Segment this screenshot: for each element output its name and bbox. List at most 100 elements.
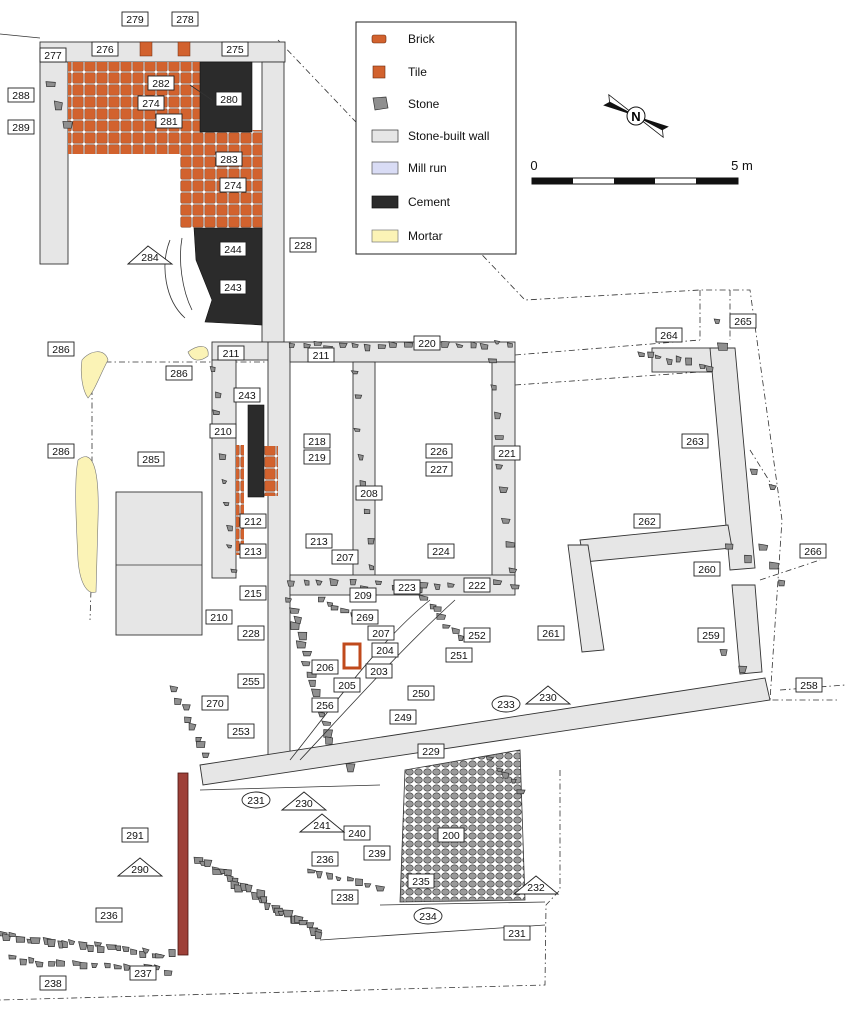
stone <box>114 945 122 951</box>
svg-text:280: 280 <box>220 94 238 106</box>
stone <box>79 961 88 970</box>
stone <box>340 607 350 614</box>
triangle-230a: 230 <box>524 685 572 705</box>
svg-text:290: 290 <box>131 864 149 876</box>
svg-text:222: 222 <box>468 580 486 592</box>
label-249: 249 <box>389 709 417 725</box>
svg-text:207: 207 <box>372 628 390 640</box>
svg-text:235: 235 <box>412 876 430 888</box>
svg-text:286: 286 <box>170 368 188 380</box>
stone <box>325 872 334 880</box>
label-231b: 231 <box>503 925 531 941</box>
svg-text:261: 261 <box>542 628 560 640</box>
svg-text:Brick: Brick <box>408 32 436 46</box>
stone <box>56 959 65 967</box>
svg-text:251: 251 <box>450 650 468 662</box>
svg-text:262: 262 <box>638 516 656 528</box>
stone <box>508 567 518 574</box>
svg-text:206: 206 <box>316 662 334 674</box>
label-211a: 211 <box>217 345 245 361</box>
stone <box>29 937 41 944</box>
stone <box>105 944 117 950</box>
label-207b: 207 <box>367 625 395 641</box>
label-226: 226 <box>425 443 453 459</box>
stone <box>716 342 728 351</box>
stone <box>307 868 317 874</box>
stone <box>86 944 94 952</box>
svg-text:218: 218 <box>308 436 326 448</box>
triangle-230b: 230 <box>280 791 328 811</box>
stone <box>277 910 285 916</box>
label-228b: 228 <box>237 625 265 641</box>
stone <box>494 435 504 440</box>
svg-text:264: 264 <box>660 330 678 342</box>
svg-text:266: 266 <box>804 546 822 558</box>
stone <box>303 579 310 586</box>
label-207a: 207 <box>331 549 359 565</box>
label-282: 282 <box>147 75 175 91</box>
label-229: 229 <box>417 743 445 759</box>
stone <box>457 634 465 641</box>
legend-item-millrun: Mill run <box>371 161 447 175</box>
stone <box>169 685 179 693</box>
stone <box>315 870 323 879</box>
stone <box>289 607 300 614</box>
ellipse-231: 231 <box>241 791 271 809</box>
stone <box>297 631 308 641</box>
svg-text:236: 236 <box>316 854 334 866</box>
scale-start: 0 <box>530 158 537 173</box>
svg-text:252: 252 <box>468 630 486 642</box>
stone <box>218 453 227 460</box>
label-227: 227 <box>425 461 453 477</box>
label-223: 223 <box>393 579 421 595</box>
label-277: 277 <box>39 47 67 63</box>
scale-end: 5 m <box>731 158 753 173</box>
stone <box>665 358 673 365</box>
stone <box>347 876 354 882</box>
label-283: 283 <box>215 151 243 167</box>
stone <box>495 767 504 773</box>
svg-text:229: 229 <box>422 746 440 758</box>
svg-text:Mortar: Mortar <box>408 229 443 243</box>
stone <box>403 341 414 348</box>
svg-text:234: 234 <box>419 911 437 923</box>
stone <box>264 902 271 910</box>
label-203: 203 <box>365 663 393 679</box>
stone <box>1 933 11 941</box>
stone <box>419 581 429 589</box>
stone <box>256 889 266 898</box>
svg-text:241: 241 <box>313 820 331 832</box>
svg-text:230: 230 <box>539 692 557 704</box>
stone <box>500 517 511 524</box>
stone <box>368 564 375 571</box>
stone <box>338 342 348 348</box>
svg-text:203: 203 <box>370 666 388 678</box>
label-204: 204 <box>371 642 399 658</box>
stone <box>313 340 323 346</box>
stone <box>317 711 326 718</box>
label-281: 281 <box>155 113 183 129</box>
svg-text:263: 263 <box>686 436 704 448</box>
scale-bar: 0 5 m <box>530 158 753 185</box>
level-markers: 233 231 234 <box>241 695 521 925</box>
label-238b: 238 <box>39 975 67 991</box>
stone <box>749 468 758 475</box>
ellipse-233: 233 <box>491 695 521 713</box>
stone <box>45 81 56 88</box>
label-236b: 236 <box>95 907 123 923</box>
label-206: 206 <box>311 659 339 675</box>
stone <box>487 358 497 364</box>
svg-text:238: 238 <box>44 978 62 990</box>
label-213a: 213 <box>305 533 333 549</box>
label-253: 253 <box>227 723 255 739</box>
svg-text:289: 289 <box>12 122 30 134</box>
triangle-284: 284 <box>126 245 174 265</box>
label-262: 262 <box>633 513 661 529</box>
label-212: 212 <box>239 513 267 529</box>
stone <box>302 650 313 657</box>
label-244: 244 <box>219 241 247 257</box>
stone <box>104 962 111 969</box>
svg-text:226: 226 <box>430 446 448 458</box>
stone <box>300 660 311 667</box>
